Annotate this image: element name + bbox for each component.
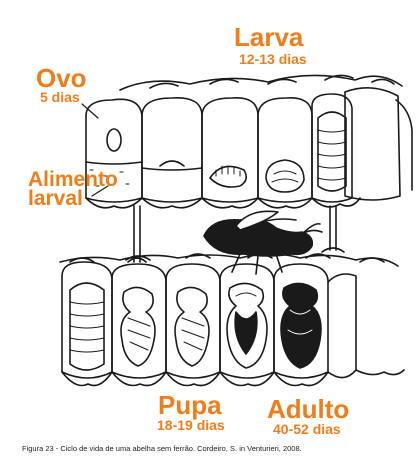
upper-brood-comb xyxy=(85,74,413,209)
larva-stage-duration: 12-13 dias xyxy=(239,51,307,67)
figure-caption: Figura 23 - Ciclo de vida de uma abelha … xyxy=(22,444,302,453)
pupa-stage-duration: 18-19 dias xyxy=(157,417,225,433)
label-leader-lines xyxy=(81,103,109,197)
adult-stage-duration: 40-52 dias xyxy=(273,421,341,437)
larval-food-label-line1: Alimento xyxy=(28,168,118,191)
comb-pillars xyxy=(127,205,345,263)
adult-bee-drawing xyxy=(203,210,323,275)
egg-stage-duration: 5 dias xyxy=(40,89,80,105)
larval-food-label-line2: larval xyxy=(28,187,83,210)
adult-stage-label: Adulto xyxy=(267,394,350,424)
lower-brood-comb xyxy=(59,253,405,387)
pupa-stage-label: Pupa xyxy=(158,390,222,420)
egg-shape xyxy=(106,128,122,152)
egg-stage-label: Ovo xyxy=(36,63,87,93)
larva-stage-label: Larva xyxy=(234,22,304,52)
